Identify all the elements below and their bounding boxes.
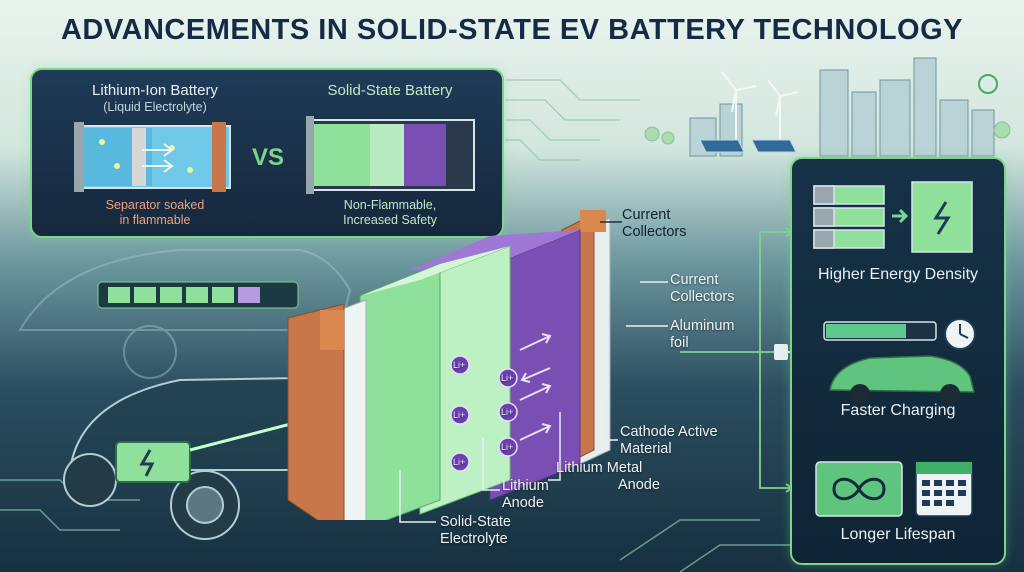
anode-top	[360, 246, 510, 296]
front-current-collector	[287, 303, 345, 520]
ion-label: Li+	[453, 410, 466, 420]
lifespan-icon	[815, 461, 973, 517]
benefit-faster-charging: Faster Charging	[840, 402, 956, 419]
benefit-longer-lifespan: Longer Lifespan	[840, 526, 956, 543]
benefit-energy-density: Higher Energy Density	[817, 266, 979, 283]
collector-tab	[580, 210, 606, 232]
solar-panel-icon	[699, 139, 797, 153]
battery-pack-icon	[97, 281, 299, 309]
energy-density-icon	[813, 181, 973, 253]
eco-energy-icon	[978, 74, 998, 94]
aluminum-foil-label: Aluminum foil	[670, 318, 735, 351]
current-collectors-top-label: Current Collectors	[622, 207, 687, 240]
ion-flow-arrows	[519, 333, 552, 441]
solid-state-title: Solid-State Battery	[327, 82, 453, 99]
cathode-label: Cathode Active Material	[620, 424, 718, 457]
fast-charging-icon	[823, 318, 976, 404]
ion-label: Li+	[501, 407, 514, 417]
front-collector-tab	[320, 310, 344, 350]
electrolyte-label: Solid-State Electrolyte	[440, 514, 511, 547]
trees-icon	[644, 121, 1011, 145]
solid-state-note-2: Increased Safety	[343, 213, 437, 227]
liion-note-1: Separator soaked	[105, 198, 205, 212]
circuit-traces	[0, 79, 790, 572]
liion-subtitle: (Liquid Electrolyte)	[103, 100, 207, 114]
ion-label: Li+	[453, 457, 466, 467]
lithium-ion-markers	[450, 355, 518, 472]
page-title: ADVANCEMENTS IN SOLID-STATE EV BATTERY T…	[60, 14, 964, 46]
ion-label: Li+	[501, 373, 514, 383]
ion-label: Li+	[453, 360, 466, 370]
ion-label: Li+	[501, 442, 514, 452]
liion-note-2: in flammable	[119, 213, 191, 227]
liion-title: Lithium-Ion Battery	[92, 82, 218, 99]
car-battery-icon	[115, 441, 191, 483]
solid-state-cell-icon	[306, 116, 475, 194]
battery-cell-diagram	[287, 210, 611, 520]
lithium-anode-label: Lithium Anode	[502, 478, 549, 511]
solid-state-note-1: Non-Flammable,	[343, 198, 437, 212]
lithium-metal-label: Lithium Metal Anode	[556, 460, 660, 493]
current-collectors-mid-label: Current Collectors	[670, 272, 735, 305]
versus-label: VS	[251, 144, 284, 171]
liion-cell-icon	[74, 122, 231, 192]
